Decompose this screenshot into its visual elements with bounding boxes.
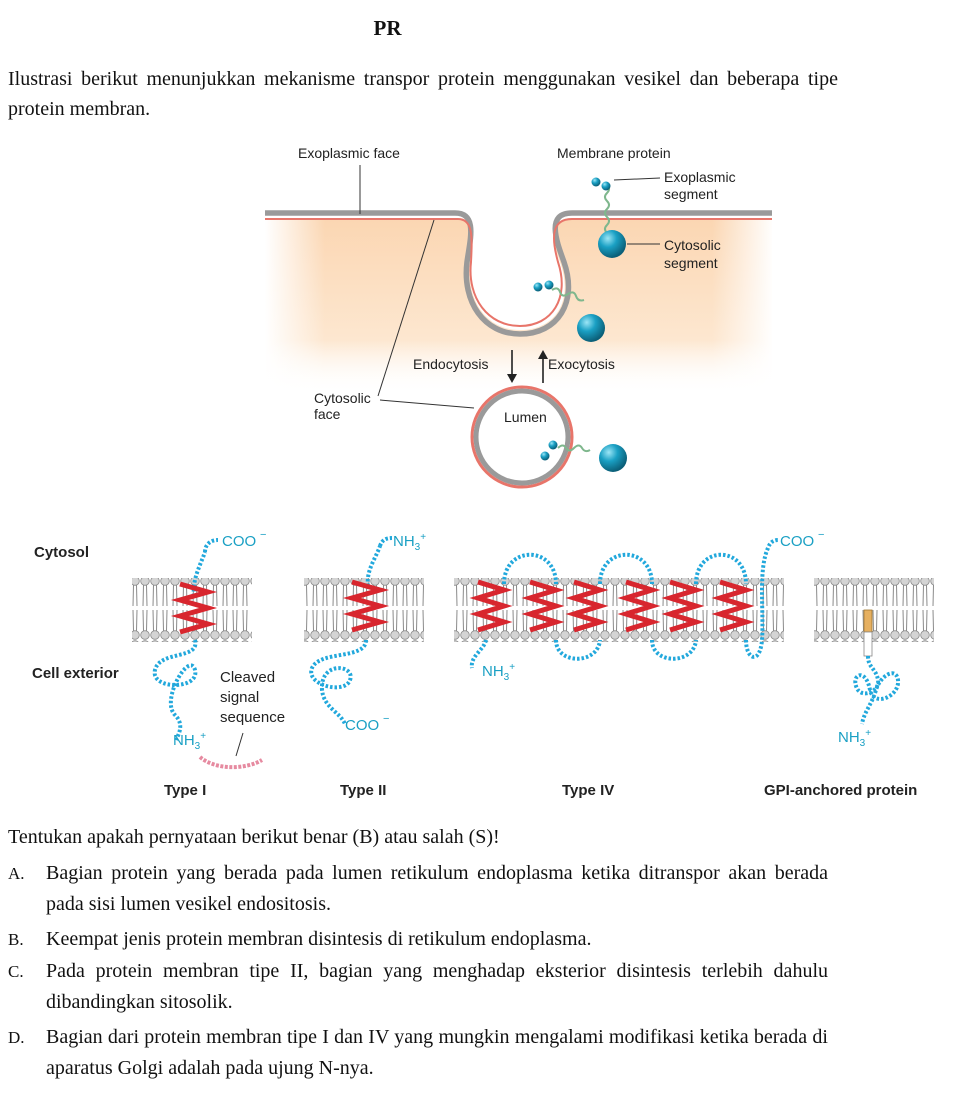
svg-text:−: − bbox=[383, 713, 389, 725]
membrane-protein-invagination bbox=[533, 280, 605, 342]
type4-nh3-label: NH3+ bbox=[482, 662, 515, 683]
svg-text:signal: signal bbox=[220, 689, 259, 706]
exoplasmic-segment-label: Exoplasmic bbox=[664, 169, 736, 185]
option-text: Bagian protein yang berada pada lumen re… bbox=[46, 862, 828, 915]
bilayer-gpi bbox=[814, 578, 934, 642]
cytosol-label: Cytosol bbox=[34, 544, 89, 561]
svg-text:segment: segment bbox=[664, 255, 718, 271]
type2-coo-label: COO bbox=[345, 717, 379, 734]
type-2-protein: NH3+ COO − bbox=[309, 532, 426, 734]
type-4-protein: COO − NH3+ bbox=[469, 529, 824, 683]
option-letter: B. bbox=[8, 930, 24, 949]
exoplasmic-face-label: Exoplasmic face bbox=[298, 145, 400, 161]
svg-text:−: − bbox=[260, 529, 266, 541]
cleaved-signal-label: Cleaved bbox=[220, 669, 275, 686]
intro-text: Ilustrasi berikut menunjukkan mekanisme … bbox=[8, 68, 838, 120]
option-text: Pada protein membran tipe II, bagian yan… bbox=[46, 960, 828, 1013]
type4-coo-label: COO bbox=[780, 533, 814, 550]
membrane-protein-types-diagram: Cytosol Cell exterior COO − NH3+ Cleaved… bbox=[32, 529, 934, 799]
option-text: Keempat jenis protein membran disintesis… bbox=[46, 928, 592, 950]
option-text: Bagian dari protein membran tipe I dan I… bbox=[46, 1026, 828, 1079]
svg-text:face: face bbox=[314, 406, 341, 422]
endocytosis-label: Endocytosis bbox=[413, 356, 488, 372]
membrane-protein-vesicle bbox=[540, 440, 627, 472]
type2-nh3-label: NH3+ bbox=[393, 532, 426, 553]
gpi-anchored-protein: NH3+ bbox=[838, 609, 900, 749]
type-1-label: Type I bbox=[164, 782, 206, 799]
option-b: B. Keempat jenis protein membran disinte… bbox=[8, 924, 828, 955]
option-c: C. Pada protein membran tipe II, bagian … bbox=[8, 956, 828, 1018]
intro-paragraph: Ilustrasi berikut menunjukkan mekanisme … bbox=[8, 64, 838, 124]
svg-text:−: − bbox=[818, 529, 824, 541]
option-letter: D. bbox=[8, 1028, 25, 1047]
option-d: D. Bagian dari protein membran tipe I da… bbox=[8, 1022, 828, 1084]
cytosolic-face-label: Cytosolic bbox=[314, 390, 371, 406]
plasma-membrane bbox=[265, 210, 772, 337]
option-a: A. Bagian protein yang berada pada lumen… bbox=[8, 858, 828, 920]
type1-nh3-label: NH3+ bbox=[173, 731, 206, 752]
gpi-nh3-label: NH3+ bbox=[838, 728, 871, 749]
exocytosis-label: Exocytosis bbox=[548, 356, 615, 372]
page-title: PR bbox=[373, 16, 402, 40]
type-2-label: Type II bbox=[340, 782, 386, 799]
vesicle-transport-diagram: Exoplasmic face Membrane protein Exoplas… bbox=[265, 145, 775, 489]
membrane-protein-top bbox=[591, 177, 626, 258]
gpi-label: GPI-anchored protein bbox=[764, 782, 917, 799]
option-letter: C. bbox=[8, 962, 24, 981]
cell-exterior-label: Cell exterior bbox=[32, 665, 119, 682]
option-letter: A. bbox=[8, 864, 25, 883]
type-1-protein: COO − NH3+ Cleaved signal sequence bbox=[152, 529, 285, 770]
type-4-label: Type IV bbox=[562, 782, 614, 799]
membrane-protein-label: Membrane protein bbox=[557, 145, 671, 161]
svg-text:segment: segment bbox=[664, 186, 718, 202]
question-prompt: Tentukan apakah pernyataan berikut benar… bbox=[8, 826, 500, 848]
cytosolic-segment-label: Cytosolic bbox=[664, 237, 721, 253]
svg-text:sequence: sequence bbox=[220, 709, 285, 726]
type1-coo-label: COO bbox=[222, 533, 256, 550]
lumen-label: Lumen bbox=[504, 409, 547, 425]
figure: Exoplasmic face Membrane protein Exoplas… bbox=[32, 145, 934, 799]
